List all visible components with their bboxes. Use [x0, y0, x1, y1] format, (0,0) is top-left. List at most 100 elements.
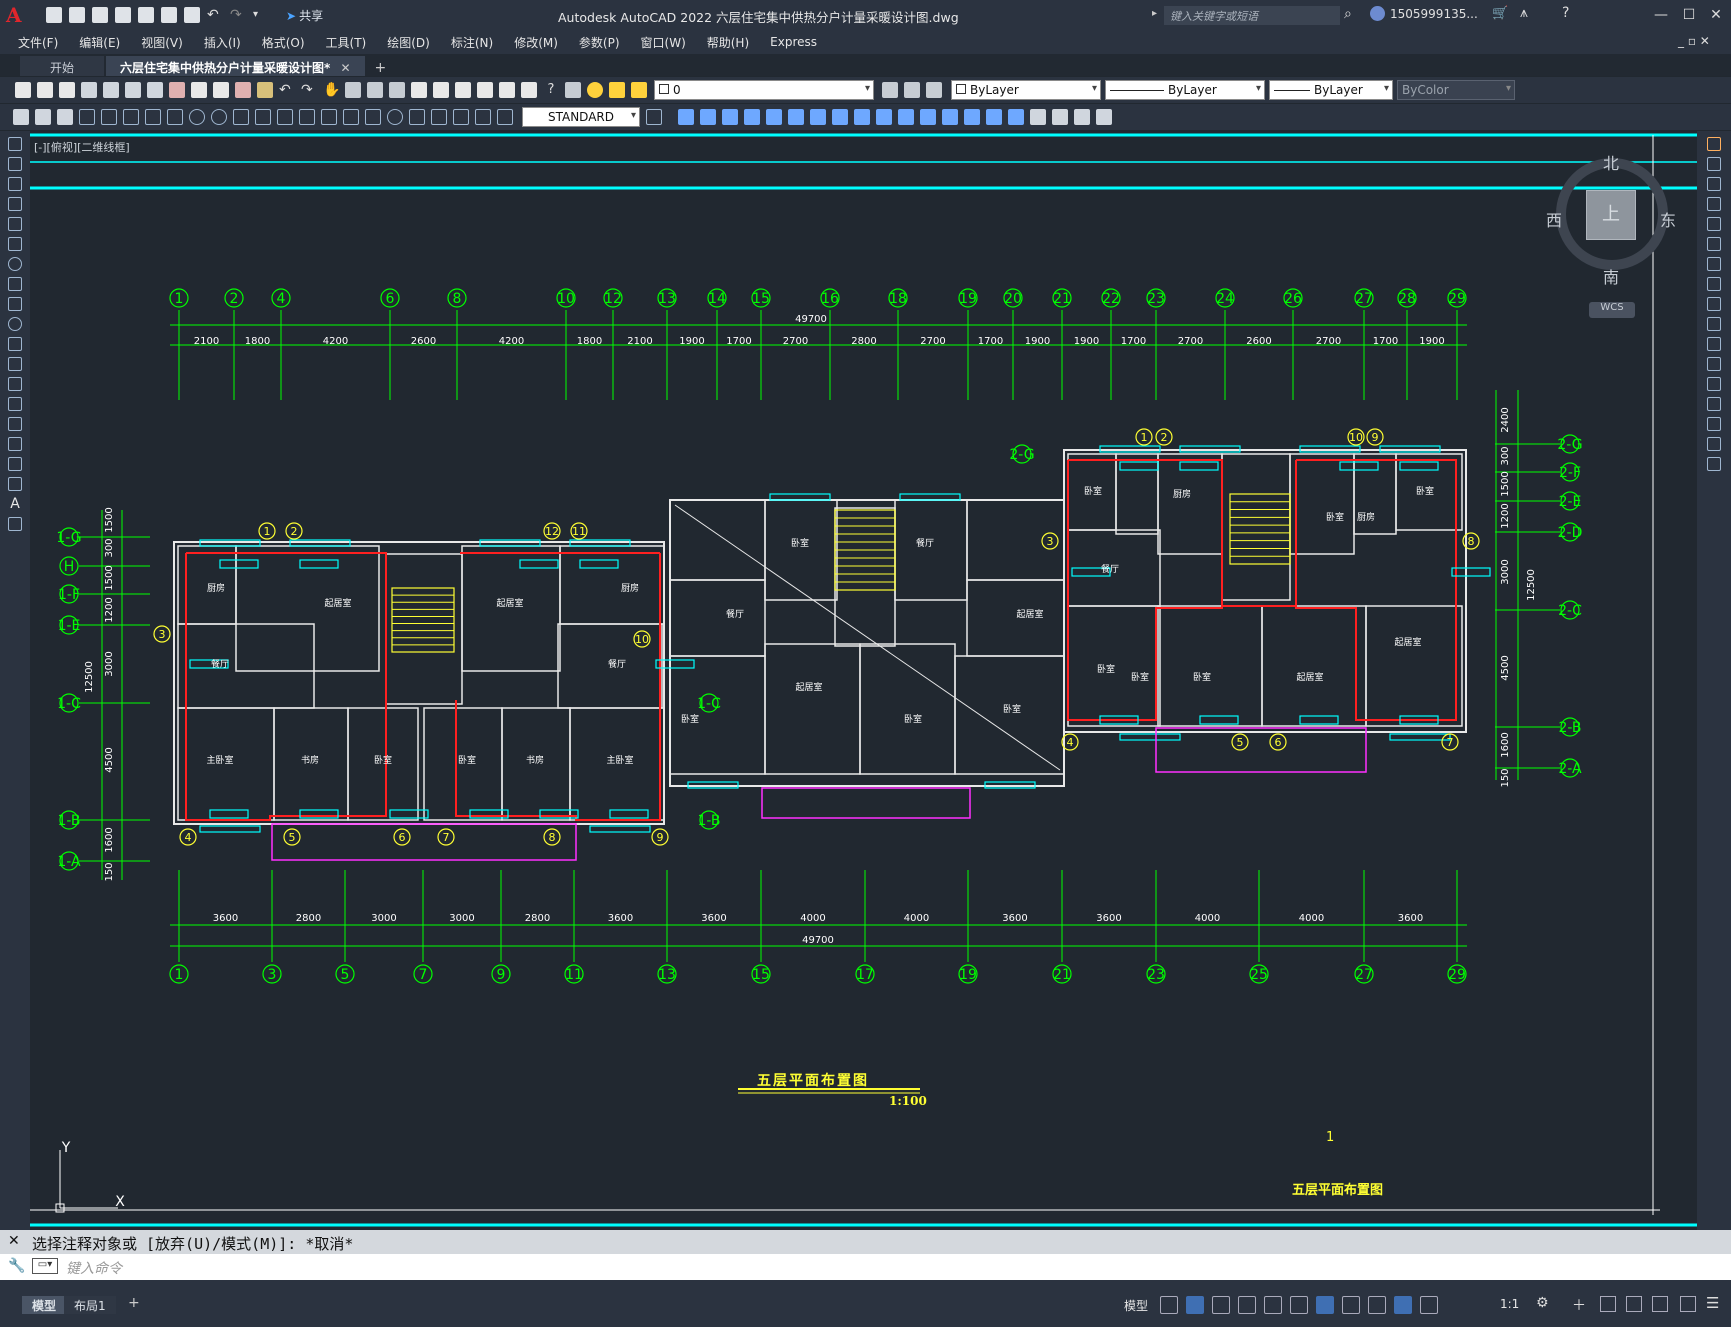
side-erase-icon[interactable]: [1707, 137, 1721, 151]
dimstyle-icon[interactable]: [646, 109, 662, 125]
move-icon[interactable]: [788, 109, 804, 125]
aligned-dim-icon[interactable]: [101, 109, 117, 125]
menu-parametric[interactable]: 参数(P): [578, 35, 620, 50]
add-layout-icon[interactable]: +: [128, 1295, 140, 1311]
break-icon[interactable]: [920, 109, 936, 125]
preview-icon[interactable]: [103, 82, 119, 98]
scale-icon[interactable]: [832, 109, 848, 125]
viewcube-face[interactable]: 上: [1586, 190, 1636, 240]
match-prop-icon[interactable]: [235, 82, 251, 98]
viewport-controls-label[interactable]: [-][俯视][二维线框]: [34, 141, 130, 154]
customize-wrench-icon[interactable]: 🔧: [8, 1258, 26, 1274]
isodraft-icon[interactable]: [1264, 1296, 1282, 1314]
autodesk-app-icon[interactable]: ⩚: [1520, 5, 1528, 21]
quickcalc-icon[interactable]: [521, 82, 537, 98]
inspect-icon[interactable]: [409, 109, 425, 125]
layer-thaw-icon[interactable]: [609, 82, 625, 98]
tool-icon-2[interactable]: [35, 109, 51, 125]
share-button[interactable]: ➤共享: [286, 7, 323, 24]
center-mark-icon[interactable]: [387, 109, 403, 125]
plot-icon[interactable]: [184, 7, 200, 23]
side-stretch-icon[interactable]: [1707, 297, 1721, 311]
layer-previous-icon[interactable]: [904, 82, 920, 98]
side-blend-icon[interactable]: [1707, 437, 1721, 451]
mirror-icon[interactable]: [722, 109, 738, 125]
table-icon[interactable]: [8, 477, 22, 491]
isolate-icon[interactable]: [1652, 1296, 1668, 1312]
explode-icon[interactable]: [1008, 109, 1024, 125]
polyline-icon[interactable]: [8, 177, 22, 191]
insert-icon[interactable]: [8, 357, 22, 371]
search-icon[interactable]: ⌕: [1344, 6, 1352, 22]
search-input[interactable]: 键入关键字或短语: [1164, 6, 1340, 25]
make-block-icon[interactable]: [1052, 109, 1068, 125]
side-copy-icon[interactable]: [1707, 157, 1721, 171]
undo-icon[interactable]: ↶: [207, 7, 219, 23]
osnap-icon[interactable]: [1316, 1296, 1334, 1314]
insert-block-icon[interactable]: [1030, 109, 1046, 125]
search-expand-icon[interactable]: ▸: [1152, 8, 1158, 19]
circle-icon[interactable]: [8, 257, 22, 271]
compass-east[interactable]: 东: [1660, 211, 1677, 230]
menu-express[interactable]: Express: [770, 35, 817, 49]
fullscreen-icon[interactable]: [1680, 1296, 1696, 1312]
publish-icon[interactable]: [125, 82, 141, 98]
dimstyle-dropdown[interactable]: STANDARD▾: [522, 107, 640, 127]
tab-model[interactable]: 模型: [22, 1296, 67, 1314]
side-mirror-icon[interactable]: [1707, 177, 1721, 191]
open-file-icon[interactable]: [69, 7, 85, 23]
annotation-monitor-icon[interactable]: ＋: [1572, 1298, 1586, 1314]
workspace-gear-icon[interactable]: ⚙: [1536, 1295, 1549, 1311]
paste-icon[interactable]: [213, 82, 229, 98]
trim-icon[interactable]: [876, 109, 892, 125]
chamfer-icon[interactable]: [964, 109, 980, 125]
linear-dim-icon[interactable]: [79, 109, 95, 125]
ortho-icon[interactable]: [1212, 1296, 1230, 1314]
menu-help[interactable]: 帮助(H): [706, 35, 750, 50]
revision-cloud-icon[interactable]: [8, 277, 22, 291]
diameter-dim-icon[interactable]: [211, 109, 227, 125]
extend-icon[interactable]: [898, 109, 914, 125]
tool-icon-3[interactable]: [57, 109, 73, 125]
pan-icon[interactable]: ✋: [323, 82, 341, 98]
redo-icon[interactable]: ↷: [230, 7, 242, 23]
menu-window[interactable]: 窗口(W): [640, 35, 686, 50]
block-editor-icon[interactable]: [257, 82, 273, 98]
menu-format[interactable]: 格式(O): [261, 35, 305, 50]
compass-north[interactable]: 北: [1603, 154, 1620, 173]
compass-south[interactable]: 南: [1603, 268, 1620, 287]
command-input[interactable]: 键入命令: [0, 1254, 1731, 1280]
layer-dropdown[interactable]: 0▾: [654, 80, 874, 100]
mtext-icon[interactable]: A: [10, 496, 20, 512]
side-extend-icon[interactable]: [1707, 337, 1721, 351]
side-rotate-icon[interactable]: [1707, 257, 1721, 271]
erase-icon[interactable]: [678, 109, 694, 125]
spline-icon[interactable]: [8, 297, 22, 311]
arc-icon[interactable]: [8, 237, 22, 251]
layer-unlock-icon[interactable]: [631, 82, 647, 98]
tool-palettes-icon[interactable]: [455, 82, 471, 98]
side-fillet-icon[interactable]: [1707, 417, 1721, 431]
add-selected-icon[interactable]: [8, 517, 22, 531]
close-icon[interactable]: ✕: [1710, 7, 1722, 23]
otrack-icon[interactable]: [1290, 1296, 1308, 1314]
layer-state-icon[interactable]: [926, 82, 942, 98]
construction-line-icon[interactable]: [8, 157, 22, 171]
cart-icon[interactable]: 🛒: [1492, 6, 1509, 21]
point-draw-icon[interactable]: [8, 397, 22, 411]
open-web-icon[interactable]: [138, 7, 154, 23]
side-chamfer-icon[interactable]: [1707, 397, 1721, 411]
ellipse-icon[interactable]: [8, 317, 22, 331]
new-tab-icon[interactable]: +: [374, 60, 387, 76]
transparency-icon[interactable]: [1368, 1296, 1386, 1314]
radius-dim-icon[interactable]: [167, 109, 183, 125]
zoom-window-icon[interactable]: [367, 82, 383, 98]
side-offset-icon[interactable]: [1707, 197, 1721, 211]
plot-tool-icon[interactable]: [81, 82, 97, 98]
make-current-icon[interactable]: [882, 82, 898, 98]
dim-text-edit-icon[interactable]: [475, 109, 491, 125]
autocad-logo-icon[interactable]: A: [6, 3, 22, 27]
side-trim-icon[interactable]: [1707, 317, 1721, 331]
menu-dimension[interactable]: 标注(N): [450, 35, 494, 50]
